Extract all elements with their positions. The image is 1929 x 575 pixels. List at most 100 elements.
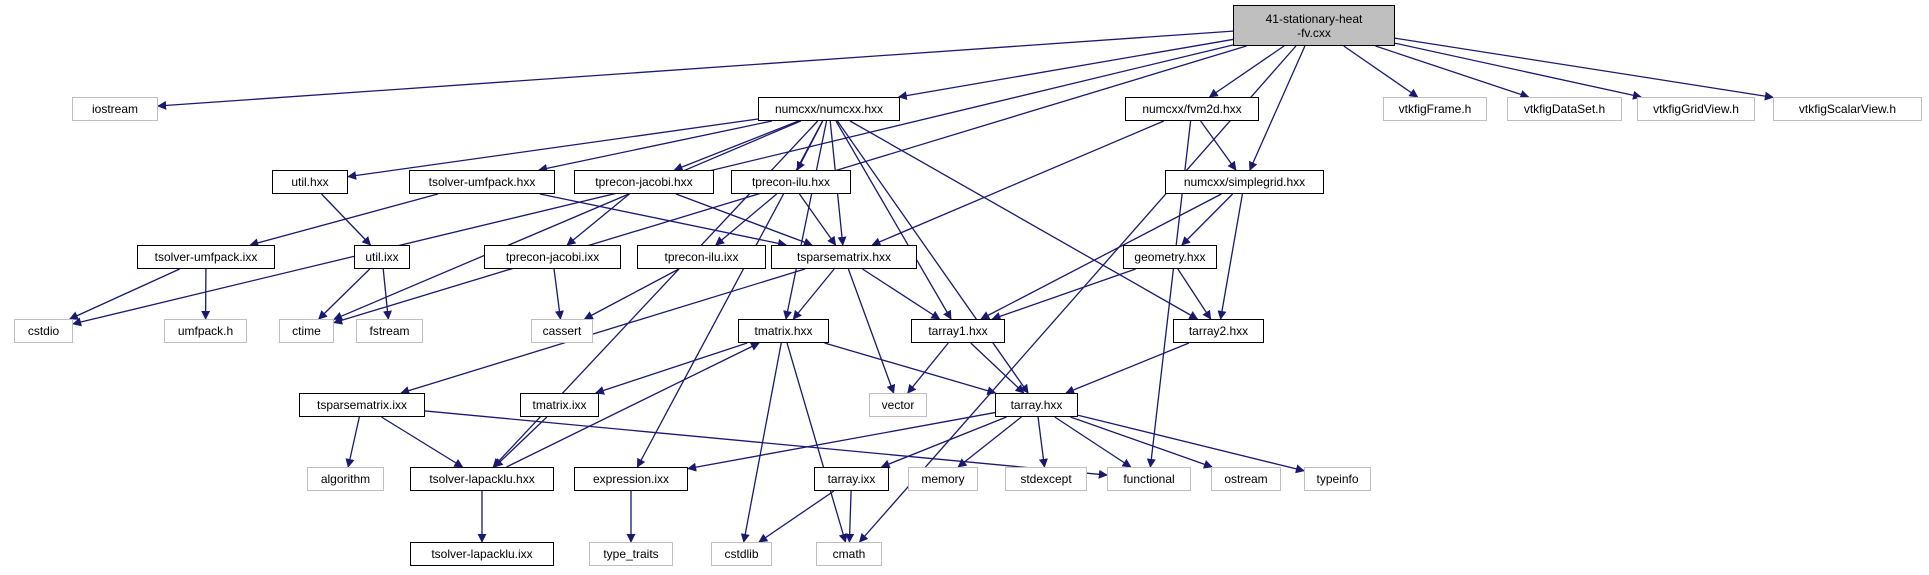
edge-tilu-h-to-tilu-i xyxy=(715,193,778,246)
node-vector: vector xyxy=(869,393,927,417)
edge-tmatrix-h-to-tmatrix-i xyxy=(594,342,748,395)
edge-tjacobi-i-to-cassert xyxy=(553,268,564,320)
node-tsparse-i[interactable]: tsparsematrix.ixx xyxy=(299,393,425,417)
node-tarray2[interactable]: tarray2.hxx xyxy=(1173,319,1264,343)
node-functional: functional xyxy=(1107,467,1191,491)
node-simplegrid[interactable]: numcxx/simplegrid.hxx xyxy=(1165,170,1324,194)
edge-tjacobi-h-to-tjacobi-i xyxy=(566,193,630,246)
node-geometry[interactable]: geometry.hxx xyxy=(1123,245,1217,269)
edge-tarray1-to-vector xyxy=(907,342,949,394)
node-cassert: cassert xyxy=(531,319,593,343)
edge-numcxx-to-tsolver-h xyxy=(538,120,773,173)
node-iostream: iostream xyxy=(72,97,158,121)
node-tmatrix-h[interactable]: tmatrix.hxx xyxy=(738,319,829,343)
edge-simplegrid-to-tarray1 xyxy=(980,193,1222,320)
edge-fvm2d-to-tsparse-h xyxy=(871,120,1165,246)
edge-tjacobi-h-to-tsparse-h xyxy=(675,193,813,247)
node-vtkFrame: vtkfigFrame.h xyxy=(1383,97,1487,121)
edge-tsparse-i-to-lapack-h xyxy=(381,416,464,468)
node-cstdio: cstdio xyxy=(14,319,73,343)
edge-tsparse-h-to-tsparse-i xyxy=(400,268,806,395)
edge-tsolver-h-to-tsparse-h xyxy=(539,193,787,248)
edge-geometry-to-tarray2 xyxy=(1177,268,1212,320)
edge-tarray1-to-tarray-h xyxy=(970,342,1025,394)
node-type-traits: type_traits xyxy=(589,542,673,566)
edge-root-to-vtkFrame xyxy=(1343,45,1419,98)
node-tjacobi-i[interactable]: tprecon-jacobi.ixx xyxy=(484,245,621,269)
edge-numcxx-to-tarray2 xyxy=(849,120,1199,320)
node-numcxx[interactable]: numcxx/numcxx.hxx xyxy=(758,97,900,121)
node-lapack-i[interactable]: tsolver-lapacklu.ixx xyxy=(410,542,554,566)
edge-root-to-vtkGridView xyxy=(1394,42,1642,100)
edge-tsparse-h-to-tarray1 xyxy=(862,268,941,320)
node-tilu-h[interactable]: tprecon-ilu.hxx xyxy=(731,170,851,194)
node-expression[interactable]: expression.ixx xyxy=(574,467,688,491)
edge-root-to-iostream xyxy=(157,30,1234,110)
node-tilu-i[interactable]: tprecon-ilu.ixx xyxy=(637,245,766,269)
edge-tsolver-h-to-tsolver-i xyxy=(249,193,439,248)
edge-numcxx-to-tarray-h xyxy=(836,120,1029,394)
edge-tarray-h-to-expression xyxy=(687,411,996,472)
node-tmatrix-i[interactable]: tmatrix.ixx xyxy=(520,393,599,417)
edge-numcxx-to-tjacobi-h xyxy=(673,120,799,172)
edge-tarray2-to-tarray-h xyxy=(1065,342,1190,395)
node-cstdlib: cstdlib xyxy=(711,542,772,566)
node-ostream: ostream xyxy=(1211,467,1281,491)
node-umfpack: umfpack.h xyxy=(164,319,247,343)
edge-tarray-h-to-ostream xyxy=(1070,416,1213,469)
node-fstream: fstream xyxy=(356,319,423,343)
edge-tsparse-h-to-vector xyxy=(847,268,896,394)
node-cmath: cmath xyxy=(816,542,882,566)
edge-geometry-to-tarray1 xyxy=(991,268,1136,321)
node-algorithm: algorithm xyxy=(307,467,384,491)
edge-tsparse-i-to-algorithm xyxy=(345,416,360,468)
node-memory: memory xyxy=(908,467,978,491)
edge-simplegrid-to-tarray2 xyxy=(1217,193,1244,320)
node-util-i[interactable]: util.ixx xyxy=(354,245,410,269)
edge-tsparse-i-to-functional xyxy=(424,410,1108,479)
edge-tilu-h-to-tsparse-h xyxy=(798,193,837,246)
edge-root-to-fvm2d xyxy=(1208,45,1285,98)
edge-tmatrix-h-to-tarray-h xyxy=(824,342,997,396)
edge-tarray-h-to-memory xyxy=(957,416,1022,468)
node-tsparse-h[interactable]: tsparsematrix.hxx xyxy=(771,245,917,269)
edge-numcxx-to-ctime xyxy=(333,120,802,321)
edge-util-i-to-fstream xyxy=(382,268,392,320)
edge-tarray-h-to-functional xyxy=(1054,416,1132,468)
node-tjacobi-h[interactable]: tprecon-jacobi.hxx xyxy=(574,170,714,194)
node-lapack-h[interactable]: tsolver-lapacklu.hxx xyxy=(410,467,554,491)
edge-tmatrix-h-to-cmath xyxy=(786,342,848,543)
edge-simplegrid-to-geometry xyxy=(1181,193,1234,246)
node-root-source-file[interactable]: 41-stationary-heat -fv.cxx xyxy=(1233,5,1395,46)
node-ctime: ctime xyxy=(279,319,334,343)
edge-root-to-vtkScalarView xyxy=(1394,37,1774,101)
edge-numcxx-to-tarray1 xyxy=(835,120,952,320)
node-tarray-h[interactable]: tarray.hxx xyxy=(995,393,1078,417)
edge-fvm2d-to-simplegrid xyxy=(1200,120,1237,171)
node-tsolver-h[interactable]: tsolver-umfpack.hxx xyxy=(409,170,555,194)
edge-util-i-to-ctime xyxy=(318,268,371,320)
edge-root-to-simplegrid xyxy=(1249,45,1306,171)
node-tarray-i[interactable]: tarray.ixx xyxy=(814,467,889,491)
edge-root-to-numcxx xyxy=(897,38,1234,101)
node-tarray1[interactable]: tarray1.hxx xyxy=(911,319,1005,343)
node-fvm2d[interactable]: numcxx/fvm2d.hxx xyxy=(1125,97,1259,121)
node-vtkScalarView: vtkfigScalarView.h xyxy=(1773,97,1922,121)
edge-tarray-h-to-tarray-i xyxy=(880,416,1007,469)
node-stdexcept: stdexcept xyxy=(1005,467,1087,491)
edge-tarray-i-to-cstdlib xyxy=(758,490,835,543)
edge-tsparse-h-to-tmatrix-h xyxy=(792,268,835,320)
edge-tarray-i-to-cmath xyxy=(845,490,855,543)
edge-tmatrix-i-to-lapack-h xyxy=(493,416,548,468)
edge-tarray-h-to-stdexcept xyxy=(1037,416,1048,468)
edge-lapack-h-to-tmatrix-h xyxy=(506,342,760,468)
edge-tsolver-i-to-cstdio xyxy=(69,268,180,320)
edge-tarray-h-to-typeinfo xyxy=(1077,414,1305,474)
node-tsolver-i[interactable]: tsolver-umfpack.ixx xyxy=(137,245,275,269)
node-util-h[interactable]: util.hxx xyxy=(272,170,348,194)
edge-tilu-i-to-cassert xyxy=(583,268,680,320)
node-vtkGridView: vtkfigGridView.h xyxy=(1637,97,1755,121)
node-typeinfo: typeinfo xyxy=(1304,467,1371,491)
